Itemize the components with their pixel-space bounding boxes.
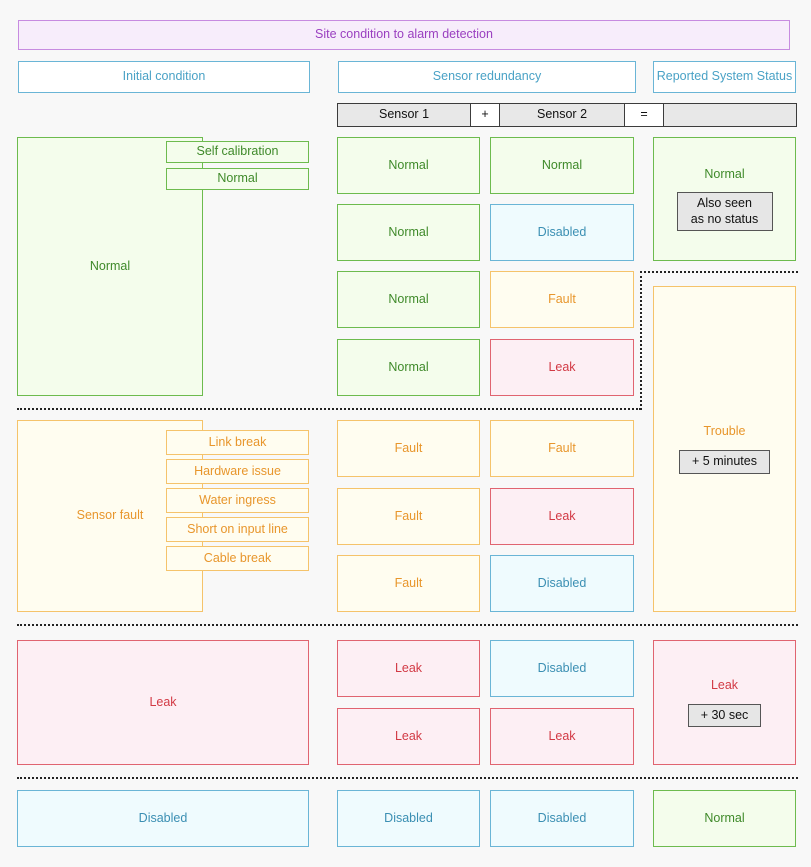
status-normal-label: Normal <box>704 166 745 181</box>
row4-sensor2: Leak <box>490 339 634 396</box>
status-leak-label: Leak <box>710 677 739 692</box>
sub-water-ingress: Water ingress <box>166 488 309 513</box>
sub-self-calibration: Self calibration <box>166 141 309 163</box>
plus-sign: + <box>470 103 500 127</box>
row8-sensor2: Disabled <box>490 640 634 697</box>
row8-sensor1: Leak <box>337 640 480 697</box>
trouble-delay-note: + 5 minutes <box>679 450 770 474</box>
header-sensor-redundancy: Sensor redundancy <box>338 61 636 93</box>
separator-dotted <box>640 271 642 410</box>
row10-sensor2: Disabled <box>490 790 634 847</box>
sensor-2-label: Sensor 2 <box>499 103 625 127</box>
status-trouble-label: Trouble <box>703 424 746 439</box>
status-normal: Normal Also seen as no status <box>653 137 796 261</box>
row2-sensor1: Normal <box>337 204 480 261</box>
sensor-1-label: Sensor 1 <box>337 103 471 127</box>
equals-sign: = <box>624 103 664 127</box>
row5-sensor2: Fault <box>490 420 634 477</box>
row2-sensor2: Disabled <box>490 204 634 261</box>
no-status-note: Also seen as no status <box>676 192 773 232</box>
leak-delay-note: + 30 sec <box>687 703 762 728</box>
row6-sensor2: Leak <box>490 488 634 545</box>
separator-dotted <box>17 408 641 410</box>
status-disabled-result: Normal <box>653 790 796 847</box>
sub-link-break: Link break <box>166 430 309 455</box>
row10-sensor1: Disabled <box>337 790 480 847</box>
equation-row: Sensor 1 + Sensor 2 = <box>337 103 797 127</box>
row6-sensor1: Fault <box>337 488 480 545</box>
initial-disabled: Disabled <box>17 790 309 847</box>
separator-dotted <box>17 777 798 779</box>
status-leak: Leak + 30 sec <box>653 640 796 765</box>
result-cell <box>663 103 797 127</box>
row7-sensor1: Fault <box>337 555 480 612</box>
sub-hardware-issue: Hardware issue <box>166 459 309 484</box>
row9-sensor2: Leak <box>490 708 634 765</box>
row5-sensor1: Fault <box>337 420 480 477</box>
diagram-title: Site condition to alarm detection <box>18 20 790 50</box>
separator-dotted <box>640 271 798 273</box>
initial-leak: Leak <box>17 640 309 765</box>
initial-normal-label: Normal <box>89 258 131 273</box>
header-reported-status: Reported System Status <box>653 61 796 93</box>
sub-cable-break: Cable break <box>166 546 309 571</box>
row1-sensor2: Normal <box>490 137 634 194</box>
row1-sensor1: Normal <box>337 137 480 194</box>
header-initial-condition: Initial condition <box>18 61 310 93</box>
sub-normal: Normal <box>166 168 309 190</box>
separator-dotted <box>17 624 798 626</box>
row9-sensor1: Leak <box>337 708 480 765</box>
row7-sensor2: Disabled <box>490 555 634 612</box>
sub-short-on-input-line: Short on input line <box>166 517 309 542</box>
row3-sensor2: Fault <box>490 271 634 328</box>
row4-sensor1: Normal <box>337 339 480 396</box>
row3-sensor1: Normal <box>337 271 480 328</box>
initial-fault-label: Sensor fault <box>76 508 144 523</box>
status-trouble: Trouble + 5 minutes <box>653 286 796 612</box>
